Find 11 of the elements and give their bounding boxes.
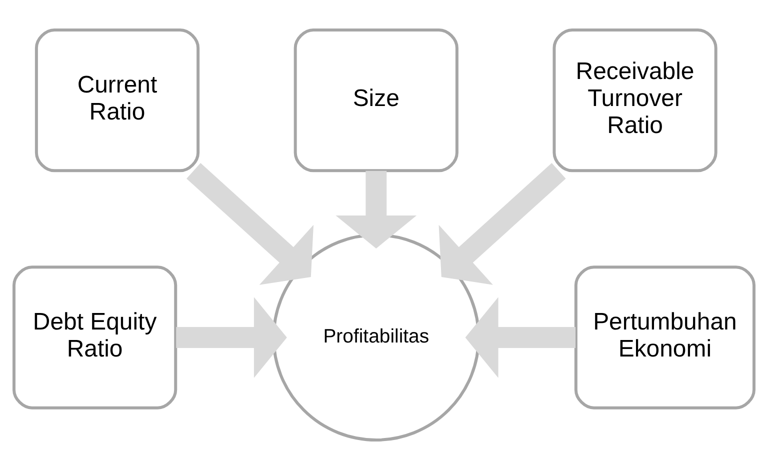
arrow bbox=[186, 163, 314, 285]
arrow bbox=[438, 163, 566, 285]
node-box: Pertumbuhan Ekonomi bbox=[574, 266, 756, 410]
arrow bbox=[465, 297, 576, 378]
node-box: Receivable Turnover Ratio bbox=[552, 28, 718, 172]
node-box: Current Ratio bbox=[34, 28, 200, 172]
node-box: Size bbox=[294, 28, 458, 172]
node-box: Debt Equity Ratio bbox=[12, 266, 178, 410]
arrow bbox=[336, 170, 417, 248]
arrow bbox=[176, 297, 287, 378]
node-circle: Profitabilitas bbox=[272, 234, 480, 442]
